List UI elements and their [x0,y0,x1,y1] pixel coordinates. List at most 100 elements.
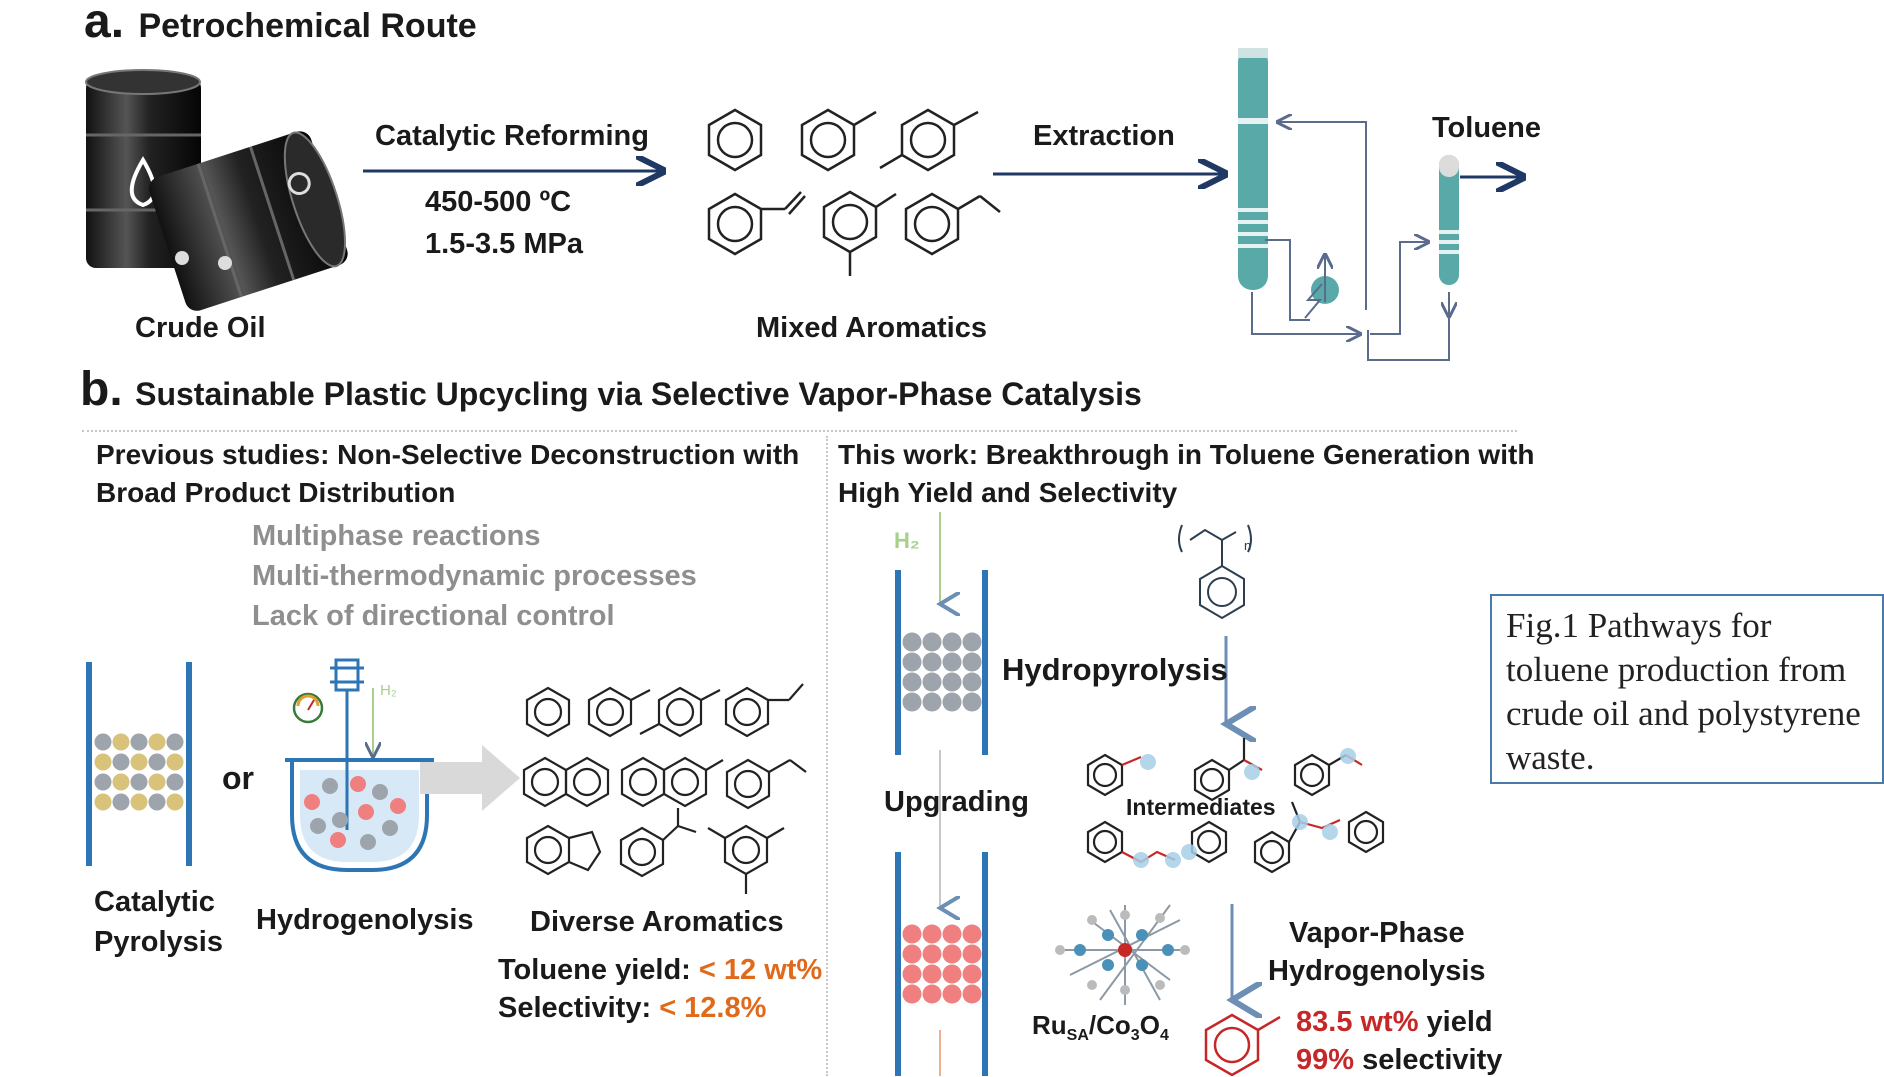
hydropyrolysis-ball [942,632,962,652]
pyrolysis-ball [94,793,112,811]
reactor-ball [332,812,348,828]
intermediate-highlights [1133,748,1356,868]
hydrogenolysis-label: Hydrogenolysis [256,904,474,936]
vapor-ball [942,944,962,964]
pyrolysis-ball [166,733,184,751]
extraction-label: Extraction [1033,120,1175,152]
pyrolysis-ball [94,773,112,791]
hydropyrolysis-ball [962,632,982,652]
yield-label: yield [1418,1006,1493,1038]
catalyst-label: RuSA/Co3O4 [1032,1010,1169,1045]
hydropyrolysis-ball [942,652,962,672]
polymer-n-label: n [1244,538,1252,553]
pyrolysis-catalyst-balls [94,733,184,811]
catalyst-sa: SA [1066,1027,1089,1045]
panel-a-title: Petrochemical Route [138,7,477,45]
toluene-yield-value: < 12 wt% [698,954,823,986]
figure-caption: Fig.1 Pathways for toluene production fr… [1490,594,1884,784]
hydrogenolysis-balls [304,776,406,850]
hydropyrolysis-ball [942,692,962,712]
pyrolysis-ball [166,773,184,791]
or-label: or [222,760,254,796]
previous-studies-heading: Previous studies: Non-Selective Deconstr… [96,436,799,512]
reactor-ball [310,818,326,834]
hydrogenolysis-reactor-icon [285,658,434,872]
pyrolysis-ball [166,753,184,771]
catalytic-pyrolysis-label: Catalytic Pyrolysis [94,882,223,962]
selectivity-result-value: 99% [1296,1044,1355,1076]
panel-b-title: Sustainable Plastic Upcycling via Select… [135,376,1142,412]
catalytic-pyrolysis-reactor-icon [86,662,192,866]
hydropyrolysis-ball [962,652,982,672]
vapor-ball [962,984,982,1004]
catalyst-co: /Co [1088,1010,1131,1040]
vapor-ball [962,924,982,944]
issue-directional: Lack of directional control [252,600,615,632]
yield-line: 83.5 wt% yield [1296,1006,1493,1039]
reactor-ball [382,820,398,836]
reactor-ball [322,778,338,794]
previous-heading-line2: Broad Product Distribution [96,477,456,508]
selectivity-result-label: selectivity [1354,1044,1503,1076]
reforming-label: Catalytic Reforming [375,120,649,152]
reactor-ball [330,832,346,848]
vapor-ball [902,964,922,984]
hydropyrolysis-ball [902,692,922,712]
reactor-ball [390,798,406,814]
column-h2-label: H₂ [894,528,920,553]
selectivity-line: Selectivity: < 12.8% [498,992,766,1025]
pressure-label: 1.5-3.5 MPa [425,228,583,260]
panel-b-divider [82,430,1517,432]
hydropyrolysis-ball [922,652,942,672]
reactor-ball [304,794,320,810]
catalytic-line2: Pyrolysis [94,926,223,958]
hydropyrolysis-ball [922,632,942,652]
panel-a-heading: a. Petrochemical Route [84,0,477,49]
this-work-line1: This work: Breakthrough in Toluene Gener… [838,439,1535,470]
catalytic-line1: Catalytic [94,886,215,918]
pyrolysis-ball [166,793,184,811]
vapor-phase-label: Vapor-Phase Hydrogenolysis [1268,914,1486,990]
distillation-columns-icon [1238,48,1459,361]
pyrolysis-ball [148,773,166,791]
pyrolysis-ball [112,773,130,791]
selectivity-result-line: 99% selectivity [1296,1044,1502,1077]
pyrolysis-ball [130,773,148,791]
hydropyrolysis-ball [962,692,982,712]
hydropyrolysis-grey-balls [902,632,982,712]
pyrolysis-ball [130,793,148,811]
hydropyrolysis-reactor-icon [895,512,988,1076]
vapor-ball [942,984,962,1004]
polystyrene-structure [1178,524,1252,620]
pyrolysis-ball [112,753,130,771]
issue-thermodynamic: Multi-thermodynamic processes [252,560,697,592]
hydropyrolysis-ball [942,672,962,692]
diverse-aromatics-label: Diverse Aromatics [530,906,784,938]
oil-barrels-icon [85,69,348,311]
vapor-ball [922,924,942,944]
toluene-yield-label: Toluene yield: [498,954,699,986]
hydropyrolysis-ball [962,672,982,692]
vapor-ball [922,964,942,984]
toluene-label: Toluene [1432,112,1542,144]
products-arrow [420,745,520,811]
diverse-aromatics-structures [522,683,807,894]
reactor-h2-label: H₂ [380,682,397,699]
yield-value: 83.5 wt% [1296,1006,1419,1038]
reactor-ball [360,834,376,850]
pyrolysis-ball [94,753,112,771]
catalyst-ru: Ru [1032,1010,1067,1040]
this-work-line2: High Yield and Selectivity [838,477,1178,508]
panel-b-heading: b. Sustainable Plastic Upcycling via Sel… [80,362,1142,417]
panel-a-letter: a. [84,0,125,48]
hydropyrolysis-ball [902,652,922,672]
catalyst-o-sub: 4 [1159,1027,1169,1045]
toluene-yield-line: Toluene yield: < 12 wt% [498,954,822,987]
vapor-ball [942,964,962,984]
mixed-aromatics-structures [707,108,1001,276]
vapor-ball [922,944,942,964]
temperature-label: 450-500 ºC [425,186,572,218]
panel-b-letter: b. [80,363,123,416]
pyrolysis-ball [148,733,166,751]
